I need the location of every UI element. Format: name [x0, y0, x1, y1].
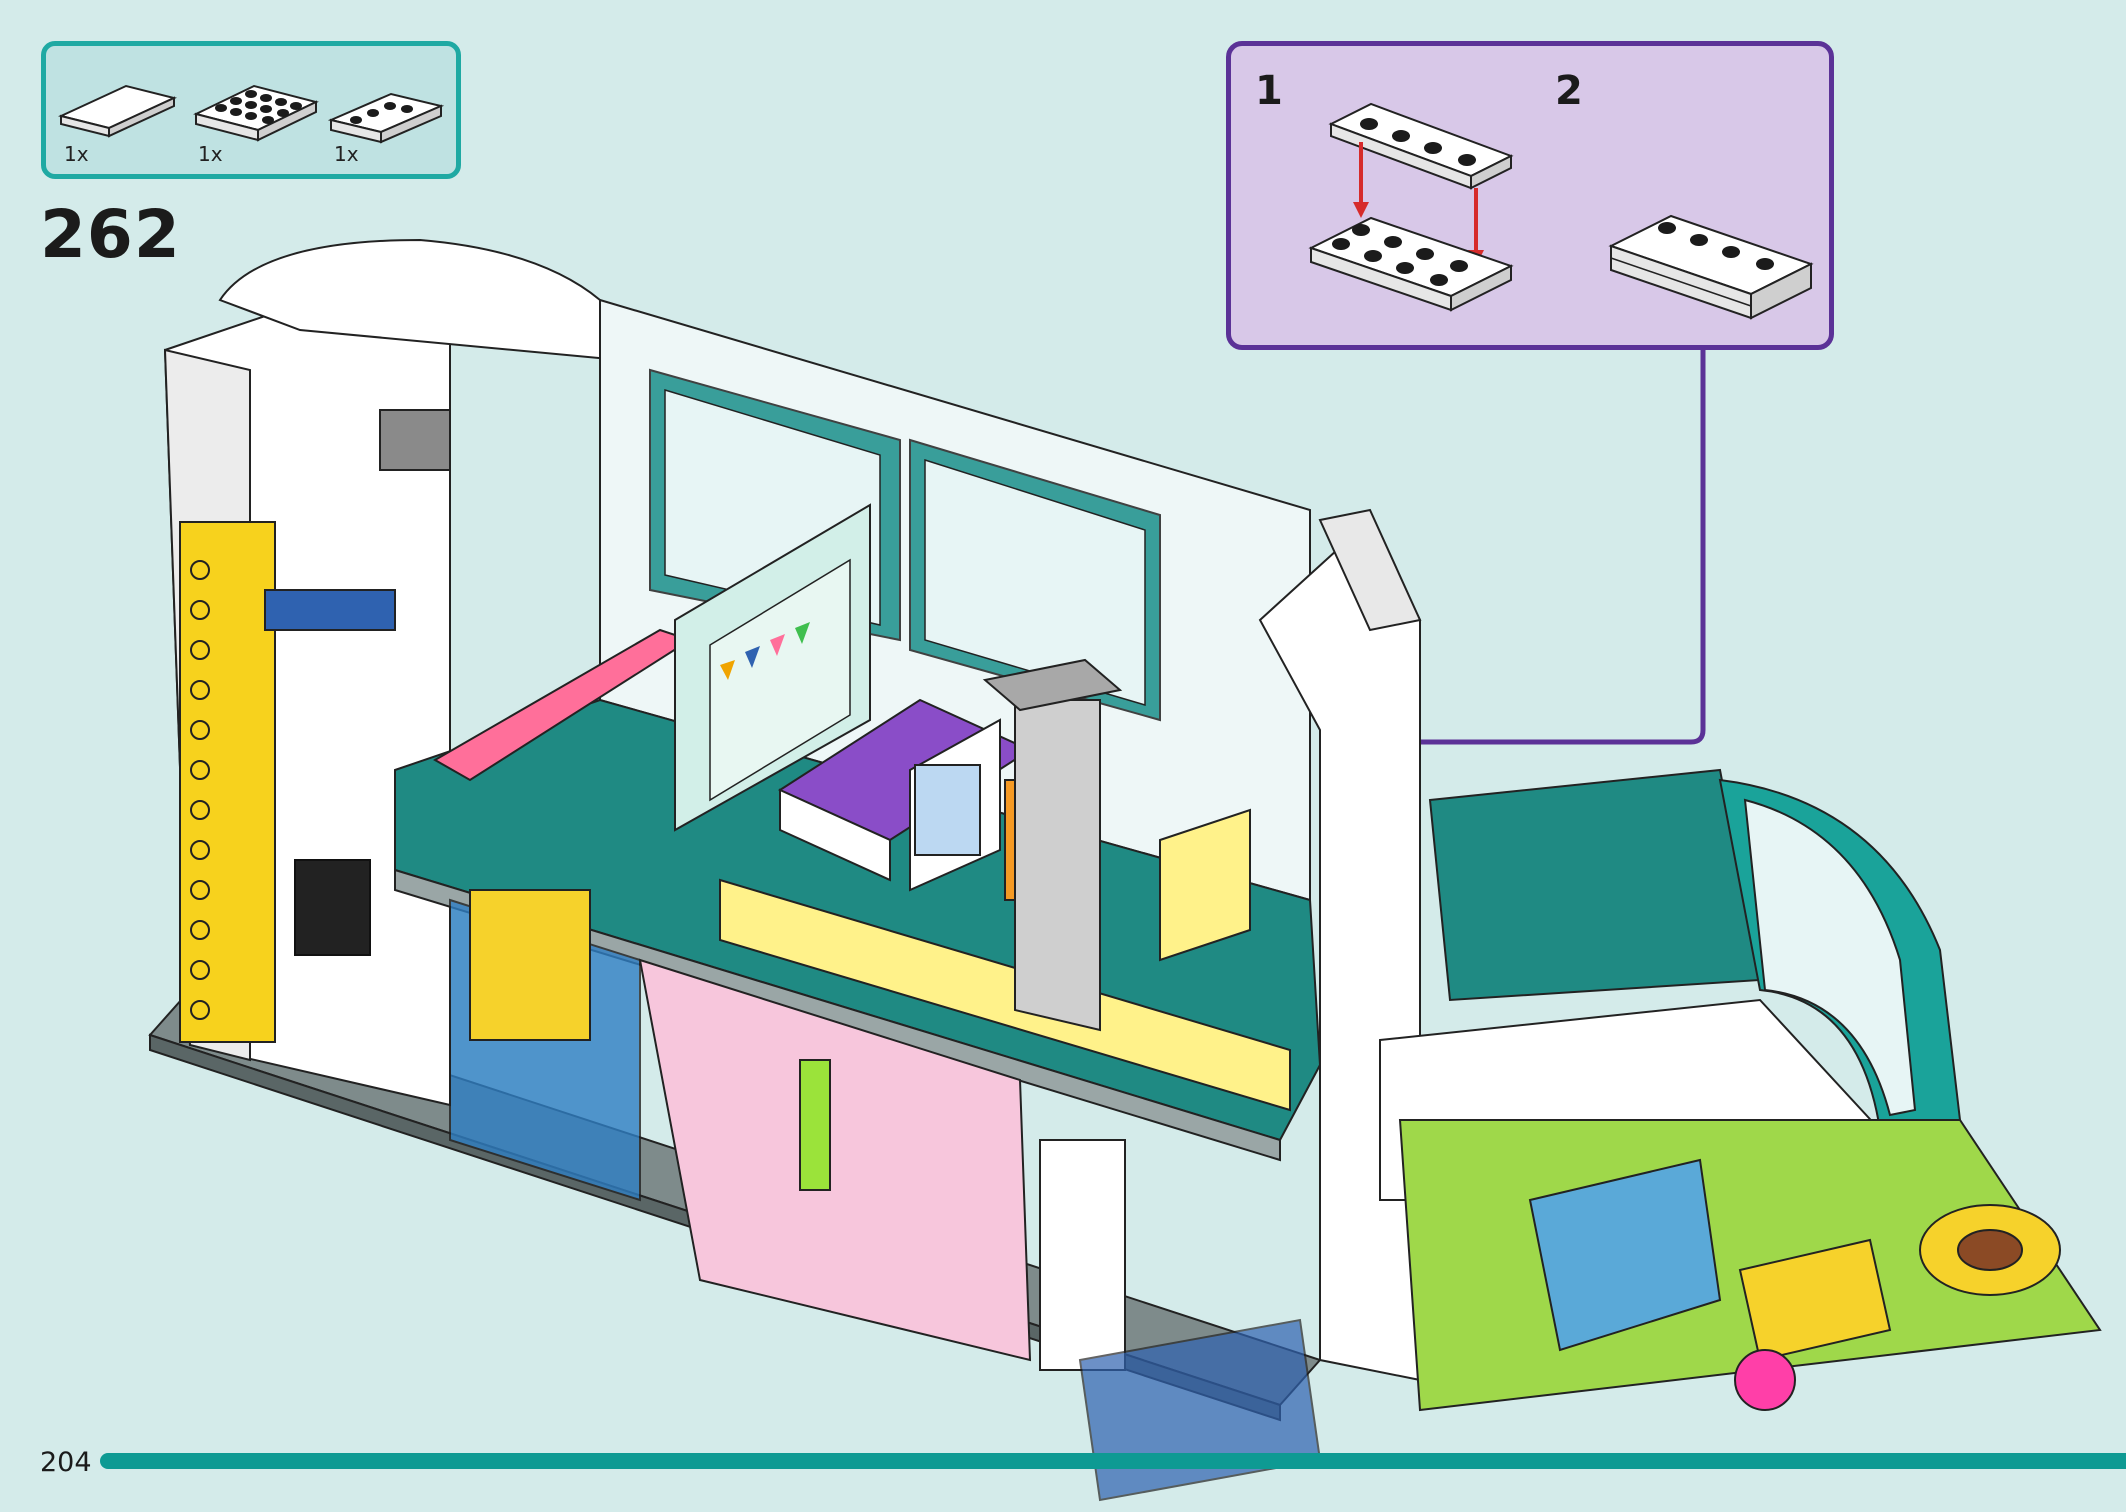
part-quantity: 1x [334, 142, 359, 166]
substep-number: 2 [1555, 68, 1583, 114]
part-2x4-plate-icon [193, 84, 319, 142]
parts-list-box: 1x 1x 1x [41, 41, 461, 179]
part-quantity: 1x [64, 142, 89, 166]
combined-plate-icon [1608, 214, 1814, 320]
subassembly-illustration [1308, 102, 1814, 320]
part-flat-plate-icon [58, 84, 177, 138]
part-1x4-plate-icon [327, 92, 445, 144]
upper-plate-icon [1328, 102, 1514, 190]
part-quantity: 1x [198, 142, 223, 166]
footer-progress-bar [100, 1453, 2126, 1469]
callout-connector-arrow-icon [1387, 350, 1706, 760]
page-number: 204 [40, 1447, 92, 1478]
step-number: 262 [40, 196, 181, 273]
subassembly-callout: 1 2 [1226, 41, 1834, 350]
parts-illustrations [58, 84, 445, 144]
substep-number: 1 [1255, 68, 1283, 114]
lower-plate-icon [1308, 216, 1514, 312]
